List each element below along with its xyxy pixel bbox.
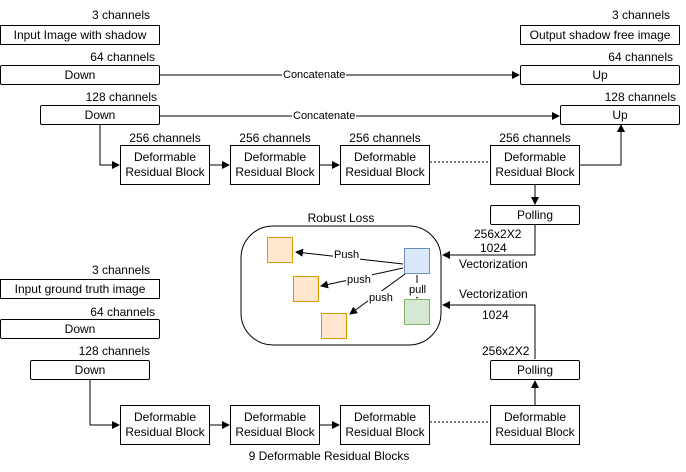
top-vec-size-label: 1024 bbox=[480, 241, 507, 255]
block3-channels-label: 256 channels bbox=[349, 131, 421, 145]
positive-sample bbox=[404, 299, 430, 325]
orange-sample-3 bbox=[321, 313, 347, 339]
bottom-residual-block-1: Deformable Residual Block bbox=[120, 405, 210, 445]
blocks-caption: 9 Deformable Residual Blocks bbox=[248, 449, 410, 463]
bottom-dims-label: 256x2X2 bbox=[482, 344, 530, 358]
input-channels-label: 3 channels bbox=[91, 8, 150, 22]
gt-input-channels-label: 3 channels bbox=[91, 263, 150, 277]
up1-channels-label: 64 channels bbox=[608, 50, 673, 64]
gt-down2-channels-label: 128 channels bbox=[78, 344, 150, 358]
output-image-box: Output shadow free image bbox=[520, 25, 680, 45]
robust-loss-container bbox=[240, 225, 442, 346]
push-label-2: push bbox=[346, 273, 372, 287]
down-to-block-arrow bbox=[99, 125, 120, 169]
top-residual-block-2: Deformable Residual Block bbox=[230, 145, 320, 185]
output-channels-label: 3 channels bbox=[611, 8, 670, 22]
bottom-vec-size-label: 1024 bbox=[482, 308, 509, 322]
push-label-1: Push bbox=[333, 248, 361, 262]
down2-channels-label: 128 channels bbox=[85, 90, 157, 104]
block1-channels-label: 256 channels bbox=[129, 131, 201, 145]
orange-sample-2 bbox=[293, 276, 319, 302]
gt-down2-box: Down bbox=[30, 360, 150, 380]
up2-channels-label: 128 channels bbox=[604, 90, 676, 104]
pull-label: pull bbox=[408, 283, 428, 297]
gt-down1-box: Down bbox=[0, 319, 160, 339]
orange-sample-1 bbox=[267, 237, 293, 263]
top-vectorization-label: Vectorization bbox=[459, 257, 528, 271]
top-dims-label: 256x2X2 bbox=[474, 227, 522, 241]
gt-input-image-box: Input ground truth image bbox=[0, 279, 160, 299]
bottom-residual-block-4: Deformable Residual Block bbox=[490, 405, 580, 445]
bottom-pooling-box: Polling bbox=[490, 360, 580, 380]
bottom-vectorization-label: Vectorization bbox=[459, 287, 528, 301]
push-label-3: push bbox=[368, 291, 394, 305]
top-residual-block-3: Deformable Residual Block bbox=[340, 145, 430, 185]
top-residual-block-1: Deformable Residual Block bbox=[120, 145, 210, 185]
bottom-residual-block-2: Deformable Residual Block bbox=[230, 405, 320, 445]
concatenate-label-2: Concatenate bbox=[292, 109, 357, 123]
down1-channels-label: 64 channels bbox=[90, 50, 155, 64]
top-residual-block-4: Deformable Residual Block bbox=[490, 145, 580, 185]
input-image-box: Input Image with shadow bbox=[0, 25, 160, 45]
concatenate-label-1: Concatenate bbox=[282, 68, 347, 82]
up1-box: Up bbox=[520, 65, 680, 85]
down2-box: Down bbox=[40, 105, 160, 125]
down1-box: Down bbox=[0, 65, 160, 85]
up2-box: Up bbox=[560, 105, 680, 125]
bottom-residual-block-3: Deformable Residual Block bbox=[340, 405, 430, 445]
top-pooling-box: Polling bbox=[490, 205, 580, 225]
anchor-sample bbox=[404, 248, 430, 274]
block2-channels-label: 256 channels bbox=[239, 131, 311, 145]
robust-loss-title: Robust Loss bbox=[307, 211, 375, 225]
gt-down1-channels-label: 64 channels bbox=[90, 305, 155, 319]
block4-channels-label: 256 channels bbox=[499, 131, 571, 145]
